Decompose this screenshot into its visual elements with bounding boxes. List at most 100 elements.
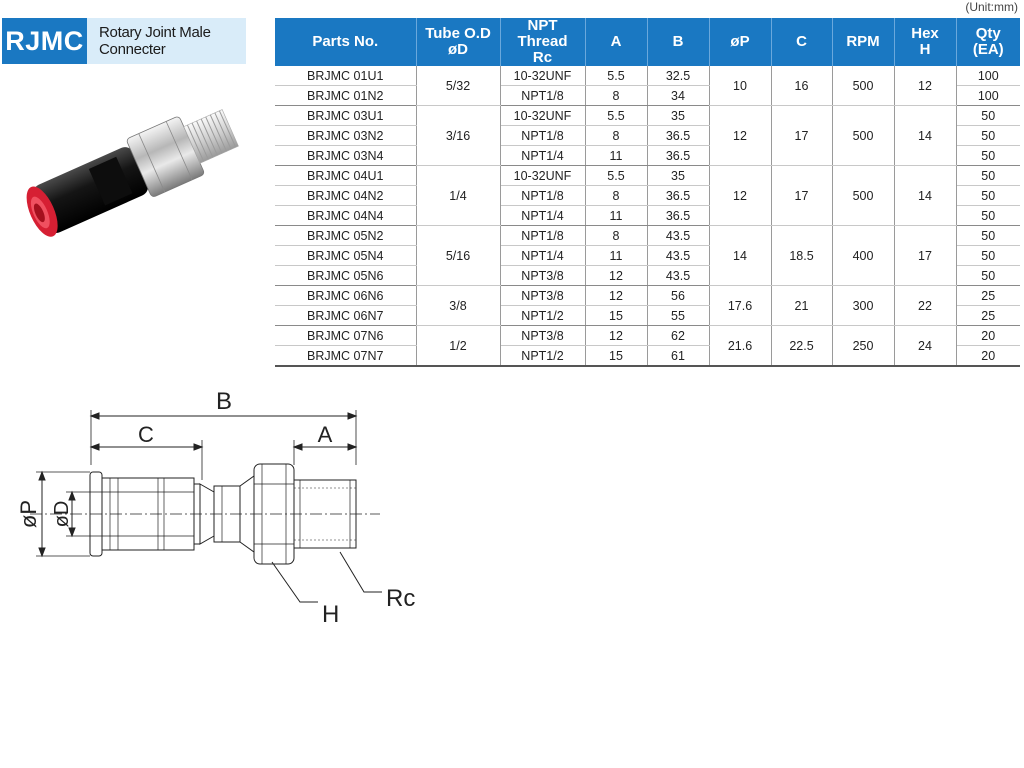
dim-b-cell: 36.5 xyxy=(647,125,710,146)
column-header: øP xyxy=(709,18,772,66)
tube-od-cell: 1/4 xyxy=(416,165,501,226)
thread-cell: 10-32UNF xyxy=(500,165,586,186)
dim-a-cell: 12 xyxy=(585,325,648,346)
thread-cell: NPT1/8 xyxy=(500,185,586,206)
tube-od-cell: 5/16 xyxy=(416,225,501,286)
column-header-text: NPT Thread xyxy=(517,17,568,50)
dim-a-cell: 12 xyxy=(585,285,648,306)
tube-od-cell: 1/2 xyxy=(416,325,501,367)
part-number-cell: BRJMC 01U1 xyxy=(275,66,417,86)
dim-d-label: øD xyxy=(51,501,73,528)
thread-cell: NPT1/2 xyxy=(500,345,586,367)
dim-a-cell: 15 xyxy=(585,305,648,326)
part-number-cell: BRJMC 03U1 xyxy=(275,105,417,126)
dim-a-cell: 8 xyxy=(585,225,648,246)
part-number-cell: BRJMC 04N4 xyxy=(275,205,417,226)
hex-cell: 14 xyxy=(894,105,957,166)
dim-p-cell: 12 xyxy=(709,105,772,166)
qty-cell: 25 xyxy=(956,305,1020,326)
column-header: Qty(EA) xyxy=(956,18,1020,66)
column-header-text: C xyxy=(796,33,807,50)
part-number-cell: BRJMC 06N6 xyxy=(275,285,417,306)
thread-cell: NPT1/8 xyxy=(500,85,586,106)
hex-cell: 17 xyxy=(894,225,957,286)
dim-c-cell: 16 xyxy=(771,66,833,106)
hex-cell: 22 xyxy=(894,285,957,326)
column-header-text: Tube O.D xyxy=(425,25,491,42)
part-number-cell: BRJMC 04N2 xyxy=(275,185,417,206)
dim-b-label: B xyxy=(216,388,232,415)
dim-b-cell: 35 xyxy=(647,105,710,126)
part-number-cell: BRJMC 05N6 xyxy=(275,265,417,286)
dim-h-label: H xyxy=(322,601,339,628)
rpm-cell: 250 xyxy=(832,325,895,367)
column-header: A xyxy=(585,18,648,66)
part-number-cell: BRJMC 03N4 xyxy=(275,145,417,166)
qty-cell: 100 xyxy=(956,66,1020,86)
hex-cell: 14 xyxy=(894,165,957,226)
column-header-text: (EA) xyxy=(972,41,1004,58)
part-number-cell: BRJMC 07N6 xyxy=(275,325,417,346)
column-header-text: Qty xyxy=(975,25,1001,42)
column-header-text: RPM xyxy=(846,33,880,50)
hex-cell: 12 xyxy=(894,66,957,106)
dim-a-cell: 8 xyxy=(585,185,648,206)
column-header-text: Hex xyxy=(911,25,939,42)
qty-cell: 100 xyxy=(956,85,1020,106)
qty-cell: 50 xyxy=(956,125,1020,146)
qty-cell: 20 xyxy=(956,345,1020,367)
dim-c-cell: 21 xyxy=(771,285,833,326)
dim-p-cell: 12 xyxy=(709,165,772,226)
column-header: C xyxy=(771,18,833,66)
thread-cell: NPT1/4 xyxy=(500,205,586,226)
dim-c-label: C xyxy=(138,422,154,447)
rpm-cell: 400 xyxy=(832,225,895,286)
column-header: Parts No. xyxy=(275,18,417,66)
dim-b-cell: 56 xyxy=(647,285,710,306)
dim-a-cell: 11 xyxy=(585,205,648,226)
dim-b-cell: 36.5 xyxy=(647,205,710,226)
column-header-text: øD xyxy=(448,41,468,58)
hex-cell: 24 xyxy=(894,325,957,367)
tube-od-cell: 5/32 xyxy=(416,66,501,106)
dim-a-cell: 15 xyxy=(585,345,648,367)
qty-cell: 50 xyxy=(956,245,1020,266)
dim-b-cell: 43.5 xyxy=(647,225,710,246)
dim-p-cell: 21.6 xyxy=(709,325,772,367)
dimension-drawing: B C A øP øD H Rc xyxy=(16,388,415,628)
column-header: B xyxy=(647,18,710,66)
part-number-cell: BRJMC 03N2 xyxy=(275,125,417,146)
column-header-text: Parts No. xyxy=(312,33,379,50)
qty-cell: 25 xyxy=(956,285,1020,306)
rpm-cell: 500 xyxy=(832,105,895,166)
dim-c-cell: 17 xyxy=(771,165,833,226)
dim-b-cell: 61 xyxy=(647,345,710,367)
column-header-text: B xyxy=(672,33,684,50)
dim-p-cell: 14 xyxy=(709,225,772,286)
tube-od-cell: 3/8 xyxy=(416,285,501,326)
part-number-cell: BRJMC 05N4 xyxy=(275,245,417,266)
thread-cell: NPT1/2 xyxy=(500,305,586,326)
qty-cell: 50 xyxy=(956,165,1020,186)
dim-a-cell: 11 xyxy=(585,245,648,266)
dim-b-cell: 62 xyxy=(647,325,710,346)
qty-cell: 50 xyxy=(956,225,1020,246)
part-number-cell: BRJMC 04U1 xyxy=(275,165,417,186)
part-number-cell: BRJMC 01N2 xyxy=(275,85,417,106)
thread-cell: 10-32UNF xyxy=(500,66,586,86)
unit-note: (Unit:mm) xyxy=(965,0,1018,14)
